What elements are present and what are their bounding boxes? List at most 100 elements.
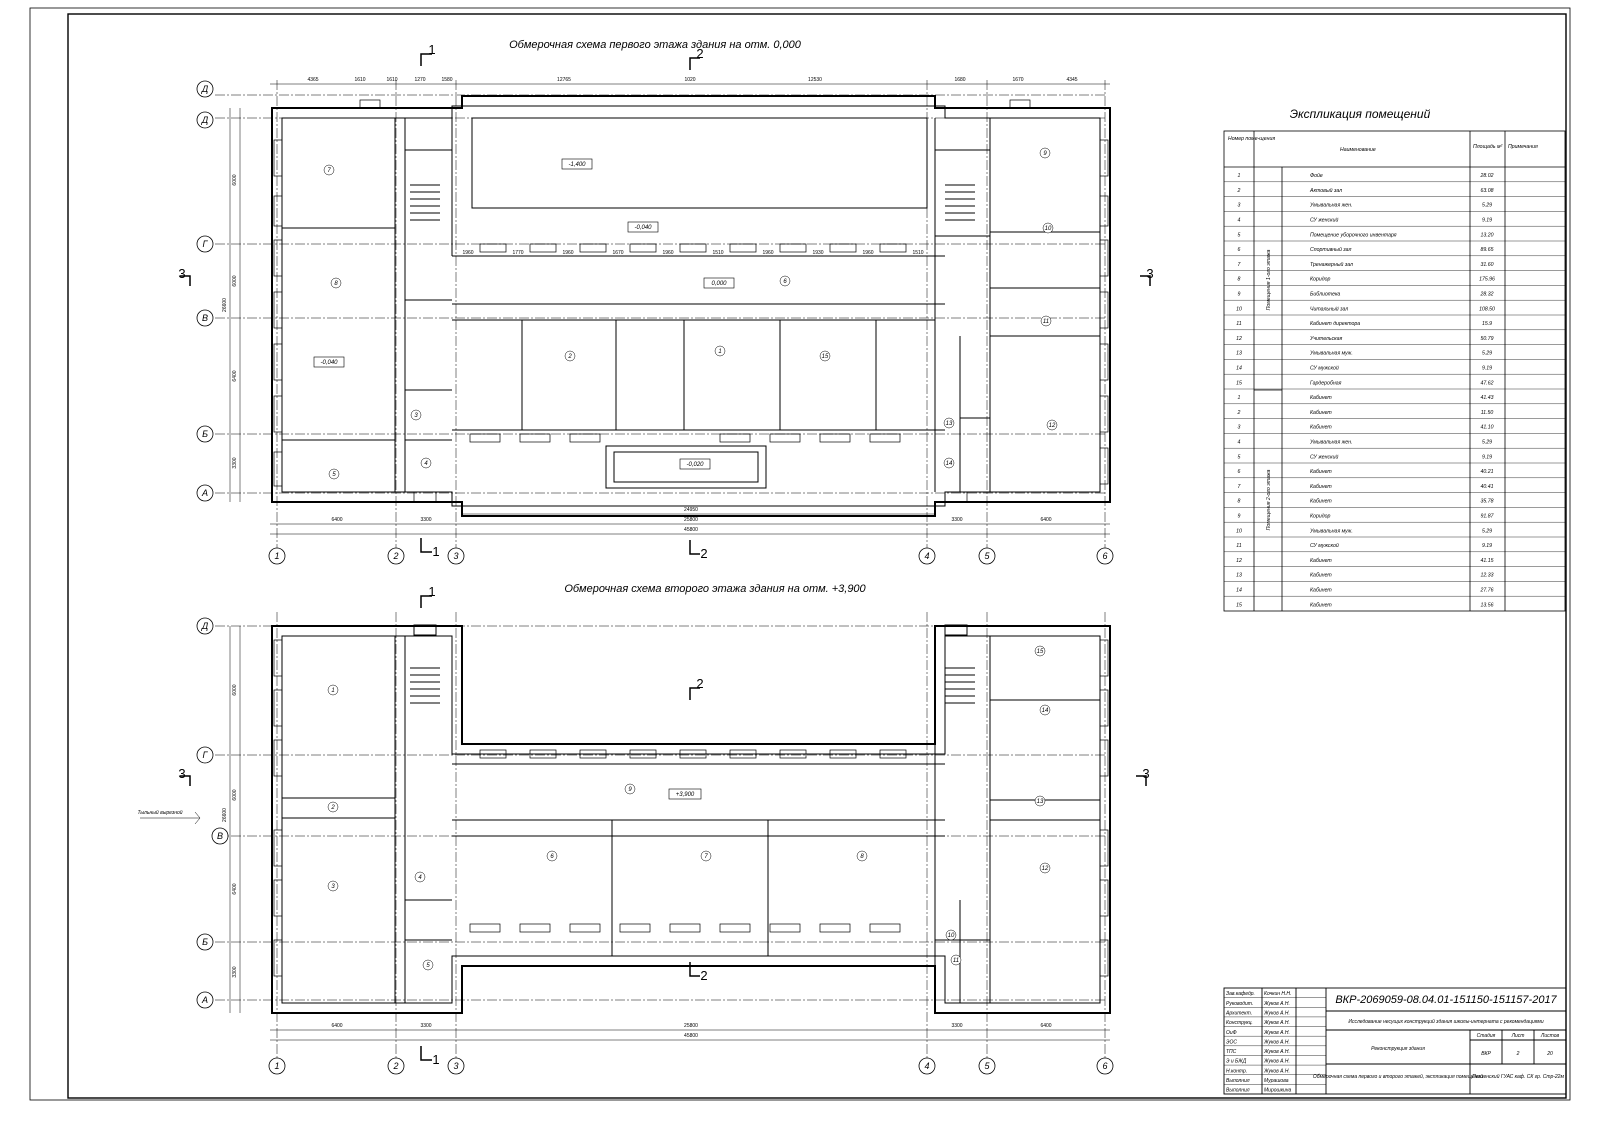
room2-label: 4 <box>418 875 422 881</box>
dim2-bottom-4: 3300 <box>951 1023 962 1029</box>
exp-cell-name: Учительская <box>1310 336 1343 342</box>
exp-cell-area: 12.33 <box>1481 573 1494 579</box>
room2-label: 7 <box>704 854 708 860</box>
axis-col-6: 6 <box>1102 551 1107 561</box>
level-mark-2: -0,040 <box>634 225 652 231</box>
dim-left-1: 6000 <box>232 174 238 185</box>
room2-label: 8 <box>860 854 864 860</box>
section-cut-1-bottom: 1 <box>432 544 439 559</box>
dim-left-3: 6400 <box>232 370 238 381</box>
exp-cell-number: 10 <box>1236 306 1242 312</box>
second-floor-plan: Обмерочная схема второго этажа здания на… <box>137 583 1150 1075</box>
dim-left-4: 3300 <box>232 457 238 468</box>
stamp-role: Н.контр. <box>1226 1068 1247 1074</box>
stamp-role: Зав.кафедр. <box>1226 991 1255 997</box>
room2-label: 5 <box>426 963 430 969</box>
doc-code: ВКР-2069059-08.04.01-151150-151157-2017 <box>1335 994 1557 1006</box>
dim2-bottom-3: 25800 <box>684 1023 698 1029</box>
axis-d: Д <box>201 115 209 125</box>
sheet-header: Лист <box>1511 1033 1525 1039</box>
section-cut-1-top: 1 <box>428 42 435 57</box>
dim-win-3: 1960 <box>562 250 573 256</box>
dim-bottom-3: 25800 <box>684 517 698 523</box>
axis-b: Б <box>202 429 208 439</box>
exp-cell-number: 8 <box>1238 499 1241 505</box>
axis-col-5-2: 5 <box>984 1061 990 1071</box>
axis-v-2: В <box>217 831 223 841</box>
section-cut-2-bottom: 2 <box>700 546 707 561</box>
stamp-person: Мурашова <box>1264 1078 1289 1084</box>
room-label: 8 <box>334 281 338 287</box>
stage-header: Стадия <box>1477 1033 1496 1039</box>
exp-cell-name: Помещение уборочного инвентаря <box>1310 232 1397 238</box>
exp-cell-number: 15 <box>1236 602 1242 608</box>
level-mark-2f: +3,900 <box>676 792 695 798</box>
dim-bottom-1: 6400 <box>331 517 342 523</box>
exp-cell-area: 63.08 <box>1481 188 1494 194</box>
axis-col-6-2: 6 <box>1102 1061 1107 1071</box>
axis-col-3-2: 3 <box>453 1061 458 1071</box>
dim-total: 45800 <box>684 527 698 533</box>
exp-cell-name: Коридор <box>1310 513 1330 519</box>
sheets-header: Листов <box>1540 1033 1560 1039</box>
exp-cell-number: 15 <box>1236 380 1242 386</box>
axis-col-3: 3 <box>453 551 458 561</box>
room2-label: 6 <box>550 854 554 860</box>
exp-cell-name: Спортивный зал <box>1310 246 1351 253</box>
section2-cut-3-right: 3 <box>1142 766 1149 781</box>
title-block: ВКР-2069059-08.04.01-151150-151157-2017 … <box>1223 987 1567 1095</box>
exp-cell-area: 35.78 <box>1481 499 1494 505</box>
exp-cell-number: 7 <box>1238 484 1242 490</box>
room-label: 15 <box>822 354 829 360</box>
exp-group-2: Помещения 2-ого этажа <box>1266 469 1272 530</box>
exp-header-area: Площадь м² <box>1473 144 1503 150</box>
axis-a-2: А <box>201 995 208 1005</box>
exp-cell-number: 2 <box>1237 410 1241 416</box>
organization: Пензенский ГУАС каф. СК гр. Стр-22м <box>1472 1073 1564 1080</box>
exp-cell-area: 5.29 <box>1482 439 1492 445</box>
dim-win-2: 1770 <box>512 250 523 256</box>
dim2-total: 45800 <box>684 1033 698 1039</box>
exp-cell-area: 28.32 <box>1480 291 1494 297</box>
explication-table: Экспликация помещений Номер поме-щения Н… <box>1223 107 1566 612</box>
exp-cell-area: 40.41 <box>1481 484 1494 490</box>
dim2-left-4: 3300 <box>232 966 238 977</box>
exp-cell-number: 10 <box>1236 528 1242 534</box>
dim2-bottom-2: 3300 <box>420 1023 431 1029</box>
sheet-value: 2 <box>1516 1051 1520 1057</box>
exp-group-1: Помещения 1-ого этажа <box>1266 249 1272 310</box>
exp-cell-number: 4 <box>1238 217 1241 223</box>
axis-v: В <box>202 313 208 323</box>
stamp-role: Выполнил <box>1226 1078 1250 1084</box>
dim-top-2: 1610 <box>354 77 365 83</box>
exp-cell-name: Библиотека <box>1310 291 1340 297</box>
section-cut-2-top: 2 <box>696 46 703 61</box>
first-floor-title: Обмерочная схема первого этажа здания на… <box>509 39 802 51</box>
room2-label: 12 <box>1042 866 1049 872</box>
room-label: 12 <box>1049 423 1056 429</box>
exp-cell-number: 5 <box>1238 232 1241 238</box>
section-cut-3-right: 3 <box>1146 266 1153 281</box>
project-name: Реконструкция здания <box>1371 1046 1425 1052</box>
section2-cut-2-top: 2 <box>696 676 703 691</box>
stage-value: ВКР <box>1481 1051 1491 1057</box>
exp-cell-area: 5.29 <box>1482 203 1492 209</box>
exp-cell-number: 12 <box>1236 558 1242 564</box>
exp-cell-name: СУ мужской <box>1310 364 1339 371</box>
exp-cell-name: Актовый зал <box>1309 187 1342 194</box>
stamp-role: Руководит. <box>1226 1001 1253 1007</box>
room2-label: 2 <box>330 805 335 811</box>
dim-top-3: 1610 <box>386 77 397 83</box>
dim-win-7: 1960 <box>762 250 773 256</box>
room-label: 5 <box>332 472 336 478</box>
axis-g: Г <box>203 239 209 249</box>
dim-top-1: 4365 <box>307 77 318 83</box>
room-label: 7 <box>327 168 331 174</box>
exp-cell-name: Кабинет директора <box>1310 321 1360 327</box>
floor1-inner-wall <box>281 105 1101 507</box>
exp-cell-area: 9.19 <box>1482 454 1492 460</box>
room-label: 14 <box>946 461 953 467</box>
room2-label: 10 <box>948 933 955 939</box>
stamp-person: Мирошкина <box>1264 1088 1292 1094</box>
exp-cell-name: Кабинет <box>1310 602 1332 608</box>
